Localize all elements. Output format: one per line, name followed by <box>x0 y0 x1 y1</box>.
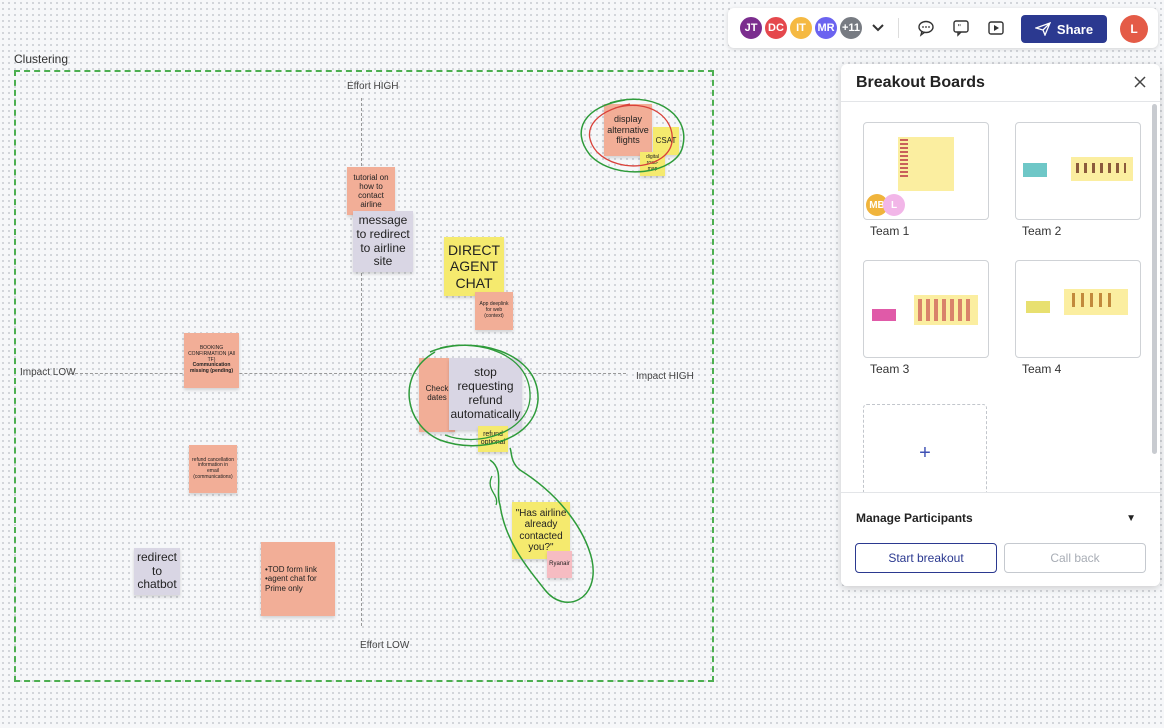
button-label: Call back <box>1050 551 1100 565</box>
thumbnail-notes <box>1076 163 1126 173</box>
note-text: Ryanair <box>549 561 570 568</box>
sticky-note[interactable]: refund cancellation information in email… <box>189 445 237 493</box>
note-text: Check dates <box>425 384 449 403</box>
comment-quote-icon[interactable]: " <box>951 18 971 38</box>
thumbnail-notes <box>918 299 974 321</box>
axis-label-impact-low: Impact LOW <box>20 367 76 378</box>
note-text: stop requesting refund automatically <box>450 365 521 421</box>
sticky-note[interactable]: display alternative flights <box>604 104 652 156</box>
note-text: display alternative flights <box>607 114 649 146</box>
sticky-note[interactable]: digital road-map <box>640 152 665 176</box>
sticky-note[interactable]: message to redirect to airline site <box>353 211 413 272</box>
thumbnail-notes <box>872 309 896 321</box>
present-icon[interactable] <box>986 18 1006 38</box>
axis-label-effort-low: Effort LOW <box>360 640 410 651</box>
paper-plane-icon <box>1034 22 1051 36</box>
note-text: digital road-map <box>645 154 660 172</box>
thumbnail-notes <box>1072 293 1112 307</box>
avatar-initials: JT <box>744 22 758 34</box>
plus-icon: + <box>919 441 931 464</box>
note-text: •agent chat for Prime only <box>265 574 317 593</box>
note-text: •TOD form link <box>265 565 317 575</box>
note-text: CSAT <box>655 136 677 146</box>
current-user-avatar[interactable]: L <box>1120 15 1148 43</box>
sticky-note[interactable]: redirect to chatbot <box>134 548 180 595</box>
board-thumbnail-team-4[interactable] <box>1015 260 1141 358</box>
board-name: Team 1 <box>870 224 910 238</box>
panel-footer: Manage Participants ▼ Start breakout Cal… <box>841 492 1160 586</box>
call-back-button[interactable]: Call back <box>1004 543 1146 573</box>
avatar[interactable]: MR <box>813 15 839 41</box>
avatar-initials: MB <box>869 199 885 211</box>
note-text: tutorial on how to contact airline <box>353 172 389 210</box>
axis-label-impact-high: Impact HIGH <box>636 371 694 382</box>
note-text: message to redirect to airline site <box>356 212 410 269</box>
sticky-note[interactable]: App deeplink for web (context) <box>475 292 513 330</box>
svg-text:": " <box>958 23 962 32</box>
sticky-note[interactable]: DIRECT AGENT CHAT <box>444 237 504 296</box>
sticky-note[interactable]: •TOD form link •agent chat for Prime onl… <box>261 542 335 616</box>
chat-icon[interactable] <box>916 18 936 38</box>
board-name: Team 3 <box>870 362 910 376</box>
avatar-initials: MR <box>817 22 835 34</box>
board-name: Team 2 <box>1022 224 1062 238</box>
axis-effort <box>361 98 362 626</box>
axis-label-effort-high: Effort HIGH <box>347 81 399 92</box>
board-name: Team 4 <box>1022 362 1062 376</box>
manage-participants-label[interactable]: Manage Participants <box>856 511 973 525</box>
button-label: Start breakout <box>888 551 964 565</box>
note-text: redirect to chatbot <box>137 549 178 592</box>
avatar-initials: L <box>1130 22 1138 36</box>
participant-avatar: L <box>883 194 905 216</box>
avatar-initials: +11 <box>841 22 861 34</box>
toolbar-divider <box>898 18 899 38</box>
top-toolbar: JT DC IT MR +11 " Share L <box>728 8 1158 48</box>
avatar[interactable]: JT <box>738 15 764 41</box>
sticky-note[interactable]: Ryanair <box>547 551 572 578</box>
avatar-initials: IT <box>796 22 806 34</box>
share-button[interactable]: Share <box>1021 15 1107 43</box>
add-board-button[interactable]: + <box>863 404 987 502</box>
avatar-initials: DC <box>768 22 784 34</box>
start-breakout-button[interactable]: Start breakout <box>855 543 997 573</box>
thumbnail-notes <box>1023 163 1047 177</box>
clustering-frame[interactable] <box>14 70 714 682</box>
chevron-down-icon[interactable] <box>868 18 888 38</box>
breakout-boards-panel: Breakout Boards MB L Team 1 Team 2 Team … <box>841 64 1160 586</box>
avatar[interactable]: DC <box>763 15 789 41</box>
sticky-note[interactable]: stop requesting refund automatically <box>449 358 522 430</box>
avatar-initials: L <box>890 199 898 211</box>
sticky-note[interactable]: refund optional <box>478 426 508 452</box>
avatar-overflow[interactable]: +11 <box>838 15 864 41</box>
note-text: Communication missing (pending) <box>189 362 234 375</box>
board-thumbnail-team-3[interactable] <box>863 260 989 358</box>
share-label: Share <box>1056 21 1094 37</box>
axis-impact <box>70 373 626 374</box>
participant-avatar: MB <box>866 194 888 216</box>
sticky-note[interactable]: CSAT <box>653 127 679 155</box>
panel-title: Breakout Boards <box>856 74 985 91</box>
note-text: refund optional <box>480 430 506 446</box>
board-thumbnail-team-2[interactable] <box>1015 122 1141 220</box>
panel-divider <box>841 101 1160 102</box>
thumbnail-notes <box>1026 301 1050 313</box>
close-icon[interactable] <box>1132 74 1148 90</box>
note-text: BOOKING CONFIRMATION (All TF) <box>188 345 235 363</box>
note-text: refund cancellation information in email… <box>192 456 234 480</box>
sticky-note[interactable]: tutorial on how to contact airline <box>347 167 395 215</box>
thumbnail-notes <box>900 139 908 179</box>
caret-down-icon[interactable]: ▼ <box>1126 513 1136 524</box>
note-text: App deeplink for web (context) <box>479 301 509 319</box>
note-text: "Has airline already contacted you?" <box>515 507 567 554</box>
avatar[interactable]: IT <box>788 15 814 41</box>
frame-label: Clustering <box>14 52 69 66</box>
sticky-note[interactable]: BOOKING CONFIRMATION (All TF) Communicat… <box>184 333 239 388</box>
board-thumbnail-team-1[interactable]: MB L <box>863 122 989 220</box>
panel-scrollbar[interactable] <box>1152 104 1157 454</box>
note-text: DIRECT AGENT CHAT <box>447 242 501 291</box>
